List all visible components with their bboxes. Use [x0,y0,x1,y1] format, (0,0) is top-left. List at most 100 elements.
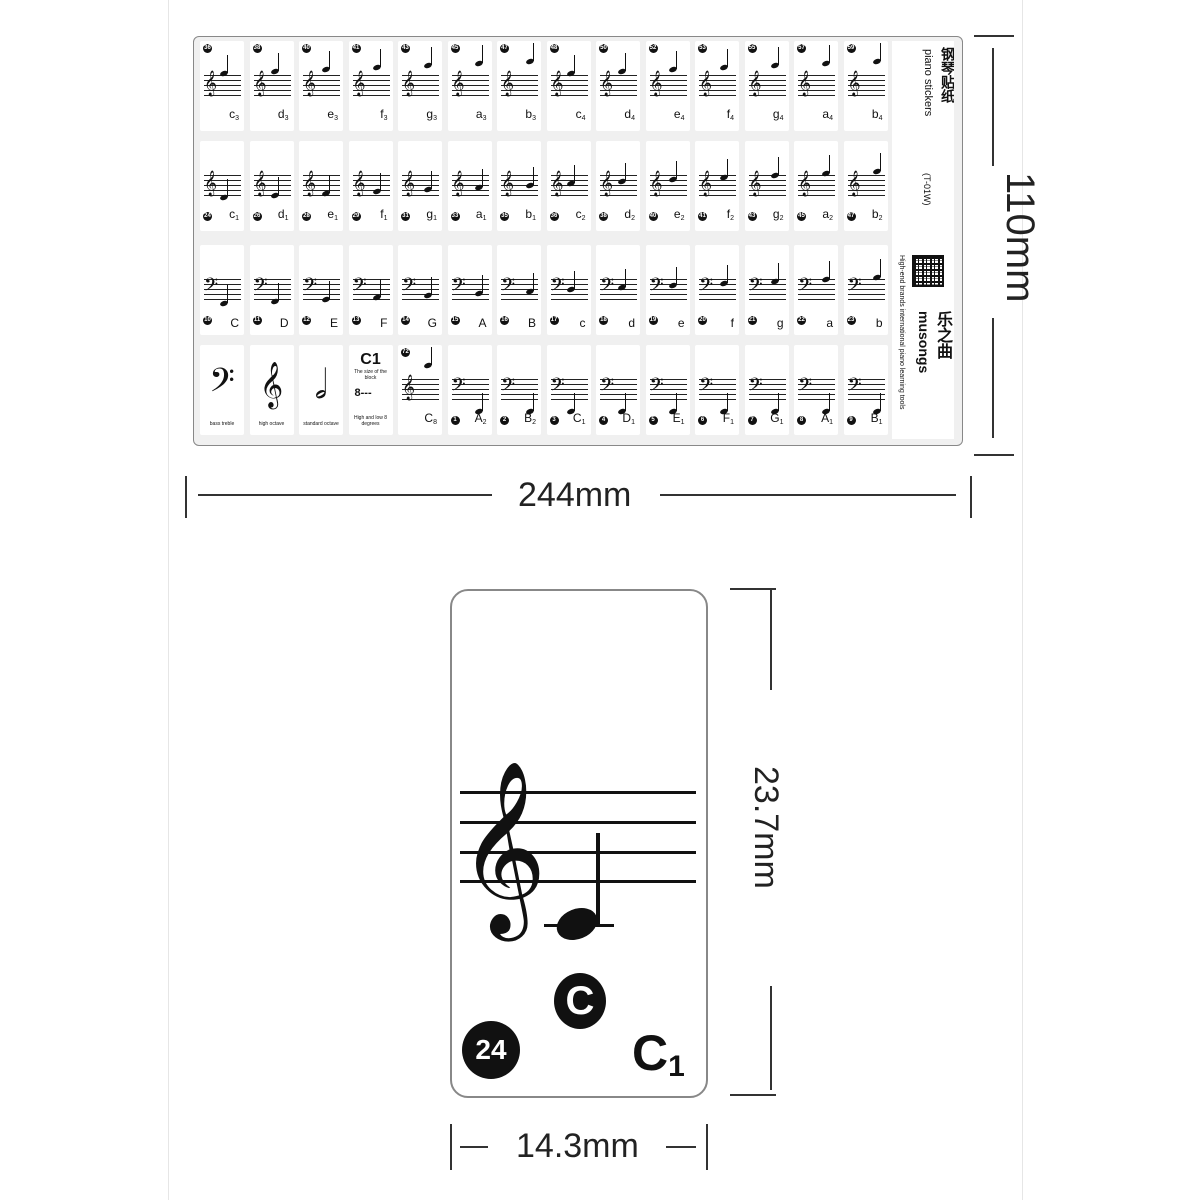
key-number-badge: 15 [450,316,460,325]
key-number-badge: 19 [648,316,658,325]
key-number-badge: 28 [302,212,311,221]
key-width-tick-right [706,1124,708,1170]
key-number-badge: 24 [462,1021,520,1079]
key-number-badge: 40 [648,212,658,221]
staff-lines [501,379,538,401]
half-note-icon: 𝅗𝅥 [314,362,328,408]
key-number-badge: 43 [401,44,410,53]
note-label: d [628,316,635,330]
staff-lines [253,279,291,301]
treble-clef-icon: 𝄞 [649,171,663,196]
treble-clef-icon: 𝄞 [600,71,614,96]
bass-clef-icon: 𝄢 [798,375,813,400]
treble-clef-icon: 𝄞 [303,171,317,196]
treble-clef-icon: 𝄞 [259,362,284,408]
treble-clef-icon: 𝄞 [649,71,663,96]
key-number-badge: 20 [698,316,707,325]
note-stem [482,393,483,411]
note-label: E1 [672,411,685,426]
note-label: G1 [770,411,784,426]
staff-lines [451,175,489,197]
treble-clef-icon: 𝄞 [847,171,861,196]
height-dim-line-bottom [992,318,994,438]
key-width-label: 14.3mm [516,1127,639,1165]
bass-clef-icon: 𝄢 [451,275,466,300]
note-label: g3 [426,107,437,122]
key-number-badge: 52 [648,44,658,53]
key-height-tick-bottom [730,1094,776,1096]
note-stem [828,261,830,279]
note-label: A1 [821,411,833,426]
staff-lines [649,175,687,197]
note-stem [777,393,779,411]
frame-line-right [1022,0,1023,1200]
key-number-badge: 9 [846,416,856,425]
note-stem [573,271,575,289]
bass-clef-icon: 𝄢 [204,275,219,300]
staff-lines [847,279,885,301]
key-number-badge: 3 [549,416,559,425]
note-label: B1 [870,411,883,426]
key-number-badge: 10 [203,316,212,325]
staff-lines [501,175,538,197]
note-stem [482,169,483,187]
brand-tagline: High-end brands international piano lear… [898,255,905,410]
symbol-key: 𝄞high octave [249,345,294,435]
note-label: e2 [673,207,685,222]
note-label: f3 [380,107,388,122]
note-stem [726,265,728,283]
note-label: E [329,316,338,330]
note-label: b4 [871,107,883,122]
note-stem [329,281,330,299]
key-number-badge: 6 [698,416,707,425]
treble-clef-icon: 𝄞 [451,71,465,96]
note-label: C [230,316,239,330]
treble-clef-icon: 𝄞 [253,171,267,196]
key-number-badge: 48 [549,44,559,53]
treble-clef-icon: 𝄞 [451,171,465,196]
note-stem [624,53,626,71]
brand-title-cn: 钢琴贴纸 [940,47,954,103]
treble-clef-icon: 𝄞 [699,171,713,196]
bass-clef-icon: 𝄢 [253,275,268,300]
key-number-badge: 72 [401,348,410,357]
octave-mark: 8--- [354,387,372,399]
note-stem [624,163,626,181]
key-width-tick-left [450,1124,452,1170]
width-dim-tick-right [970,476,972,518]
note-label: e4 [673,107,685,122]
note-stem [329,175,330,193]
key-number-badge: 14 [401,316,410,325]
note-label: g [776,316,784,330]
note-label: c1 [229,207,239,222]
staff-line [460,791,696,794]
bass-clef-icon: 𝄢 [303,275,318,300]
note-stem [533,393,534,411]
treble-clef-icon: 𝄞 [402,71,416,96]
key-number-badge: 26 [252,212,262,221]
note-label: G [427,316,437,330]
key-number-badge: 43 [747,212,757,221]
brand-panel: 钢琴贴纸 piano stickers (T-01W) 乐之曲 musongs … [892,41,954,439]
key-width-line-right [666,1146,696,1148]
note-stem [675,51,677,69]
staff-lines [451,379,489,401]
note-stem [482,275,483,293]
note-label: a [826,316,833,330]
staff-lines [649,379,687,401]
note-label: b3 [525,107,536,122]
key-number-badge: 50 [599,44,608,53]
bass-clef-icon: 𝄢 [501,375,516,400]
